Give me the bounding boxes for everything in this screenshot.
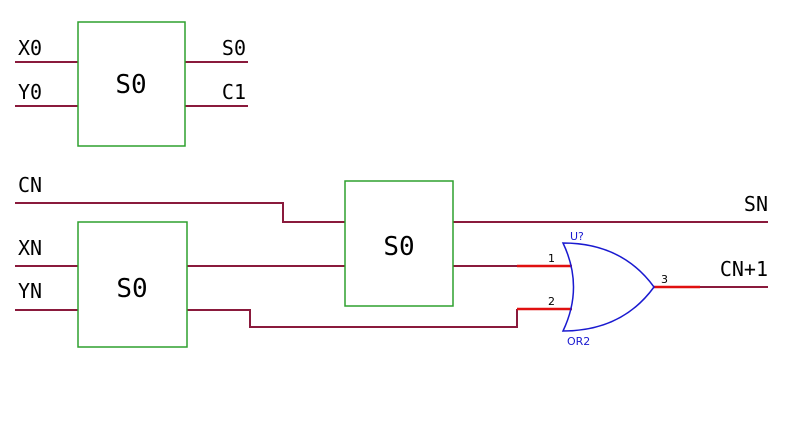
or-gate: U? OR2 1 2 3 bbox=[517, 230, 700, 348]
or-gate-body bbox=[561, 242, 655, 332]
first-block-box bbox=[77, 221, 188, 348]
signal-sn-label: SN bbox=[744, 192, 768, 216]
signal-xn-label: XN bbox=[18, 236, 42, 260]
or-pin-2-label: 2 bbox=[548, 295, 555, 308]
second-block-label: S0 bbox=[383, 232, 414, 262]
signal-yn-label: YN bbox=[18, 279, 42, 303]
signal-s0-label: S0 bbox=[222, 36, 246, 60]
signal-cn-label: CN bbox=[18, 173, 42, 197]
bottom-section: S0 S0 CN XN YN SN CN+1 bbox=[15, 173, 768, 348]
second-block-box bbox=[344, 180, 454, 307]
top-block-label: S0 bbox=[115, 70, 146, 100]
or-pin-1-label: 1 bbox=[548, 252, 555, 265]
signal-c1-label: C1 bbox=[222, 80, 246, 104]
first-block-label: S0 bbox=[116, 274, 147, 304]
or-gate-part-label: OR2 bbox=[567, 335, 590, 348]
or-gate-ref-label: U? bbox=[570, 230, 584, 243]
top-block: S0 X0 Y0 S0 C1 bbox=[15, 21, 248, 147]
top-block-box bbox=[77, 21, 186, 147]
wire-cn bbox=[15, 202, 345, 223]
signal-y0-label: Y0 bbox=[18, 80, 42, 104]
wire-block1-carry bbox=[187, 309, 518, 328]
signal-x0-label: X0 bbox=[18, 36, 42, 60]
signal-cn1-label: CN+1 bbox=[720, 257, 768, 281]
or-pin-3-label: 3 bbox=[661, 273, 668, 286]
